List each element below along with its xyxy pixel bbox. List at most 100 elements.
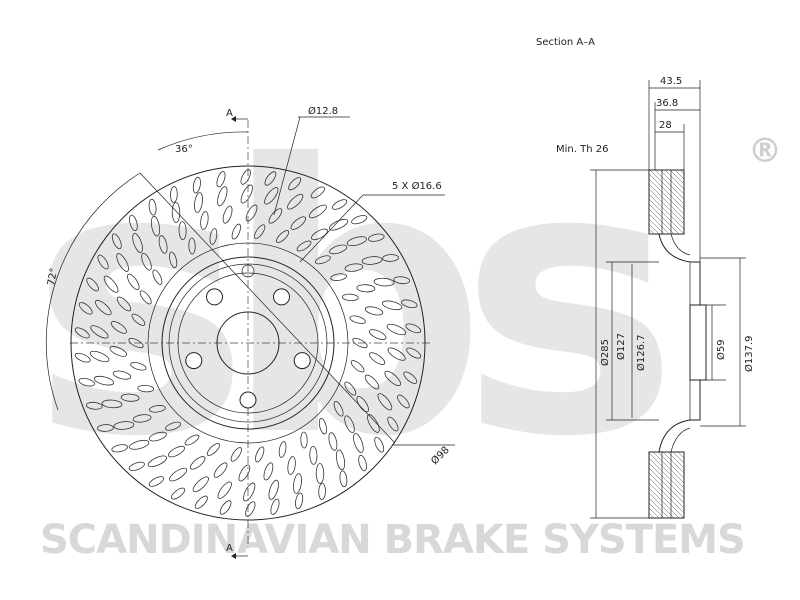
dimple [113, 421, 135, 430]
hatch-line [648, 492, 675, 519]
dimple [120, 393, 140, 402]
width-hat-label: 36.8 [656, 98, 678, 109]
hatch-line [648, 467, 685, 504]
dimple [93, 375, 115, 386]
dimple [194, 495, 208, 509]
dimple [331, 199, 348, 210]
width-overall-label: 43.5 [660, 76, 682, 87]
hatch-line [664, 169, 685, 190]
dimple [293, 473, 302, 494]
dimple [178, 221, 187, 240]
dimple [184, 434, 200, 446]
dimple [128, 461, 145, 471]
dimple [330, 273, 347, 281]
section-title: Section A–A [536, 37, 595, 48]
hatch-line [652, 451, 685, 484]
angle-label-36: 36° [175, 144, 193, 155]
bolt-hole-diameter-label: Ø12.8 [308, 105, 338, 117]
dimple [116, 253, 129, 272]
bolt-hole [185, 352, 203, 370]
dimple [268, 479, 279, 500]
hatch-line [648, 203, 680, 235]
dimple [276, 230, 290, 243]
hatch-line [648, 477, 685, 514]
hatch-line [648, 452, 685, 489]
dimple [128, 337, 144, 349]
dia-center-label: Ø59 [715, 339, 727, 360]
dimple [132, 414, 152, 423]
dimple [132, 233, 143, 253]
watermark-logo: sbs [30, 88, 667, 518]
dimple [270, 498, 280, 515]
dimple [200, 211, 209, 230]
dimple [217, 186, 228, 207]
section-arrowhead-top [231, 116, 236, 122]
dimple [318, 417, 327, 435]
hatch-line [679, 169, 685, 175]
dimple [374, 436, 385, 453]
hatch-line [648, 457, 685, 494]
dimple [344, 381, 357, 396]
center-bore-section [689, 304, 707, 381]
dimple-pattern [74, 169, 422, 517]
registered-mark: ® [748, 131, 782, 171]
dimple [101, 399, 123, 409]
diagonal-leader [139, 172, 396, 444]
upper-friction-ring [648, 169, 685, 235]
dimple [231, 223, 241, 240]
hatch-line [669, 169, 685, 185]
dimple [364, 306, 384, 316]
hatch-line [648, 482, 685, 519]
dimple [169, 251, 178, 269]
dimple [89, 350, 110, 363]
dimple [78, 377, 95, 387]
hatch-line [648, 213, 670, 235]
dimple [287, 193, 304, 210]
dimple [381, 300, 403, 311]
dimple [139, 290, 152, 305]
hatch-line [648, 502, 665, 519]
hatch-line [648, 193, 685, 230]
dimple [335, 449, 346, 471]
dimple [219, 500, 232, 515]
dimple [170, 487, 186, 500]
dia-126-7-label: Ø126.7 [635, 335, 647, 372]
dimple [85, 401, 103, 410]
dimple [194, 192, 203, 213]
watermark-company-name: SCANDINAVIAN BRAKE SYSTEMS [40, 517, 745, 563]
dimple [78, 302, 93, 315]
dimple [149, 405, 166, 413]
dimple [97, 254, 109, 270]
center-bore [216, 311, 280, 375]
section-marker-bottom: A [226, 543, 233, 554]
hatch-line [677, 451, 685, 459]
dimple [358, 454, 367, 472]
dimple [206, 443, 220, 456]
dimple [86, 277, 99, 292]
dimple [382, 254, 399, 262]
dimple [103, 275, 119, 293]
dimple [209, 228, 218, 245]
small-hole [241, 264, 255, 278]
section-arrowhead-bottom [231, 553, 236, 559]
angle-label-72: 72° [46, 267, 60, 286]
bolt-hole-leader [273, 116, 301, 216]
dimple [111, 233, 122, 250]
dimple [188, 237, 196, 255]
hatch-line [662, 451, 685, 474]
bolt-hole [239, 391, 257, 409]
dimple [361, 256, 383, 265]
bolt-hole [293, 352, 311, 370]
hatch-line [648, 173, 685, 210]
holes-count-label: 5 X Ø16.6 [392, 180, 442, 192]
hatch-line [648, 208, 675, 235]
dimple [222, 205, 233, 224]
dimple [377, 393, 393, 411]
dimple [290, 216, 307, 230]
dimple [352, 337, 368, 349]
hatch-line [648, 223, 660, 235]
dimple [368, 329, 387, 340]
hat-inner-lower [670, 427, 691, 453]
dimple [141, 253, 152, 271]
hat-ring-2 [168, 263, 328, 423]
